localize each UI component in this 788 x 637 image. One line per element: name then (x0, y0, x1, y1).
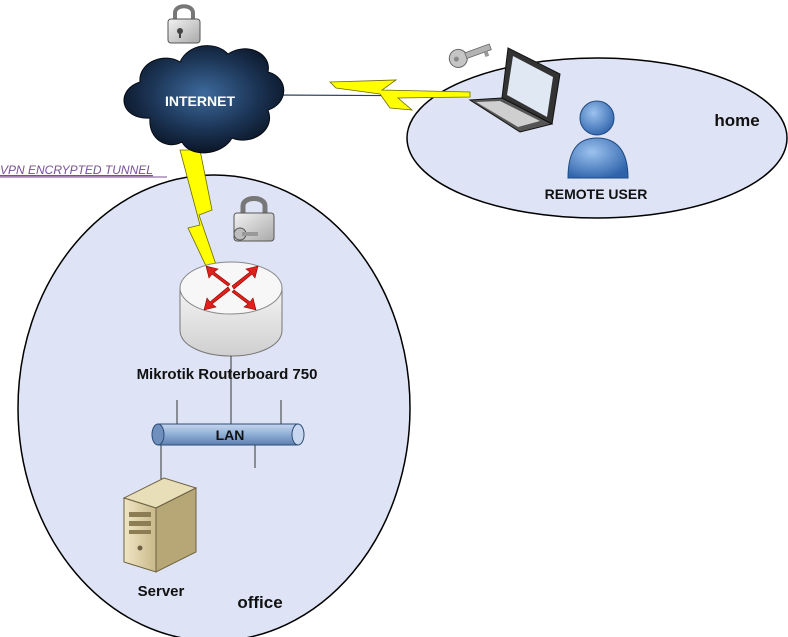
home-label: home (714, 111, 759, 130)
lan-label: LAN (216, 427, 245, 443)
user-icon (567, 100, 629, 179)
server-label: Server (138, 583, 185, 600)
lan-bus (151, 423, 305, 446)
vpn-tunnel-link[interactable]: VPN ENCRYPTED TUNNEL (0, 163, 153, 177)
office-zone (17, 174, 411, 637)
laptop-icon (468, 47, 561, 133)
cloud-icon (123, 45, 285, 154)
office-label: office (237, 593, 282, 612)
remote-user-label: REMOTE USER (545, 186, 648, 202)
key-icon (448, 43, 492, 68)
padlock-icon (233, 196, 275, 242)
router-label: Mikrotik Routerboard 750 (137, 366, 318, 383)
router-icon (179, 261, 283, 357)
lightning-bolt-icon (329, 79, 471, 111)
padlock-icon (167, 4, 201, 44)
internet-label: INTERNET (165, 93, 235, 109)
server-icon (122, 477, 198, 573)
